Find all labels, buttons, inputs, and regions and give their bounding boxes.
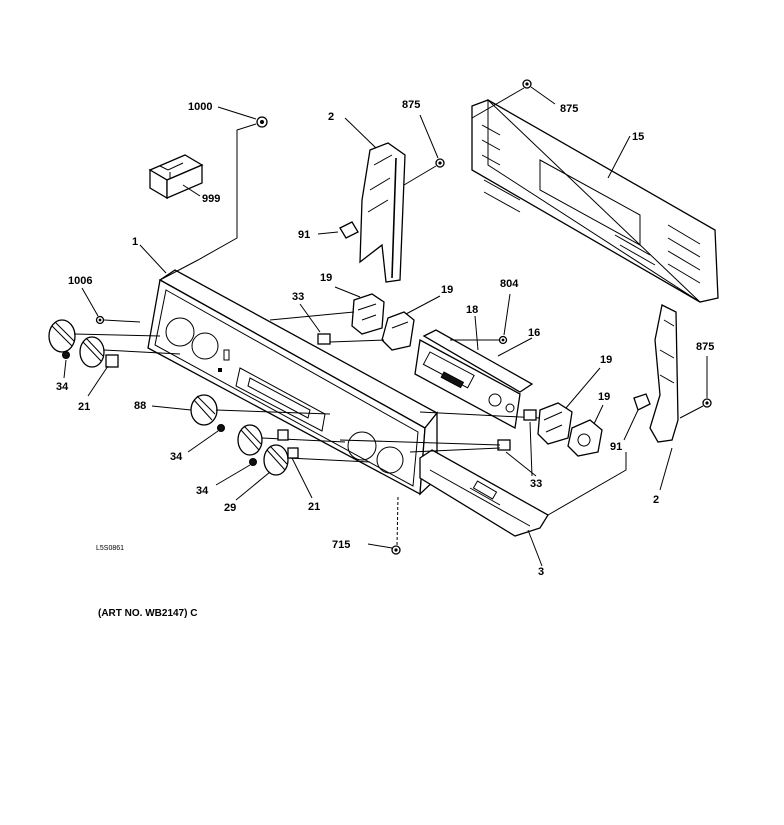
callout-33-bottom: 33 bbox=[530, 478, 542, 490]
part-knob-bottom-middle bbox=[237, 424, 263, 456]
callout-19-a: 19 bbox=[320, 272, 332, 284]
part-knob-left-lower bbox=[79, 336, 105, 368]
part-2-left-end-cap bbox=[359, 142, 406, 283]
callout-1006: 1006 bbox=[68, 275, 92, 287]
callout-875-top-a: 875 bbox=[402, 99, 420, 111]
callout-21-a: 21 bbox=[78, 401, 90, 413]
part-19-switch-c bbox=[537, 402, 573, 445]
part-88-knob bbox=[190, 394, 218, 426]
callout-1: 1 bbox=[132, 236, 138, 248]
callout-2-left: 2 bbox=[328, 111, 334, 123]
callout-804: 804 bbox=[500, 278, 519, 290]
part-29-knob bbox=[263, 444, 289, 476]
part-knob-left-upper bbox=[48, 319, 76, 353]
part-21-seat-left bbox=[105, 354, 119, 368]
part-33-clip-top bbox=[317, 333, 331, 345]
part-34-spring-bottom bbox=[217, 424, 257, 466]
part-15-rear-cover bbox=[471, 98, 719, 303]
callout-16: 16 bbox=[528, 327, 540, 339]
part-34-spring-left bbox=[62, 351, 70, 359]
callout-34-b: 34 bbox=[170, 451, 183, 463]
callout-18: 18 bbox=[466, 304, 478, 316]
part-91-clip-left bbox=[339, 221, 359, 239]
part-999-block bbox=[148, 154, 204, 200]
part-1-backsplash-panel bbox=[147, 269, 438, 496]
part-1000-screw bbox=[256, 116, 268, 128]
part-875-screw-c bbox=[702, 398, 712, 408]
callout-19-c: 19 bbox=[600, 354, 612, 366]
part-21-seat-bottom bbox=[277, 429, 299, 459]
part-3-lower-trim bbox=[419, 449, 549, 537]
callout-2-right: 2 bbox=[653, 494, 659, 506]
callout-19-b: 19 bbox=[441, 284, 453, 296]
part-2-right-end-cap bbox=[649, 304, 679, 443]
art-note: (ART NO. WB2147) C bbox=[98, 608, 198, 619]
callout-715: 715 bbox=[332, 539, 350, 551]
callout-34-a: 34 bbox=[56, 381, 69, 393]
callout-33-top: 33 bbox=[292, 291, 304, 303]
callout-875-right: 875 bbox=[696, 341, 714, 353]
callout-21-b: 21 bbox=[308, 501, 320, 513]
callout-1000: 1000 bbox=[188, 101, 212, 113]
part-16-control-board bbox=[414, 329, 534, 430]
part-19-switch-b bbox=[381, 311, 415, 351]
callout-34-c: 34 bbox=[196, 485, 209, 497]
part-19-switch-a bbox=[351, 293, 385, 335]
callout-88: 88 bbox=[134, 400, 146, 412]
callout-15: 15 bbox=[632, 131, 644, 143]
callout-19-d: 19 bbox=[598, 391, 610, 403]
callout-91-left: 91 bbox=[298, 229, 310, 241]
part-19-switch-d bbox=[567, 419, 603, 457]
callout-29: 29 bbox=[224, 502, 236, 514]
callout-3: 3 bbox=[538, 566, 544, 578]
part-804-screw bbox=[498, 335, 508, 345]
part-875-screw-b bbox=[522, 79, 532, 89]
art-code: L5S0861 bbox=[96, 545, 125, 552]
callout-91-right: 91 bbox=[610, 441, 622, 453]
part-91-clip-right bbox=[633, 393, 651, 411]
part-33-clip-bottom-a bbox=[523, 409, 537, 421]
callout-875-top-b: 875 bbox=[560, 103, 578, 115]
part-875-screw-a bbox=[435, 158, 445, 168]
part-1006-screw bbox=[95, 315, 105, 325]
callout-999: 999 bbox=[202, 193, 220, 205]
part-715-screw bbox=[391, 545, 401, 555]
